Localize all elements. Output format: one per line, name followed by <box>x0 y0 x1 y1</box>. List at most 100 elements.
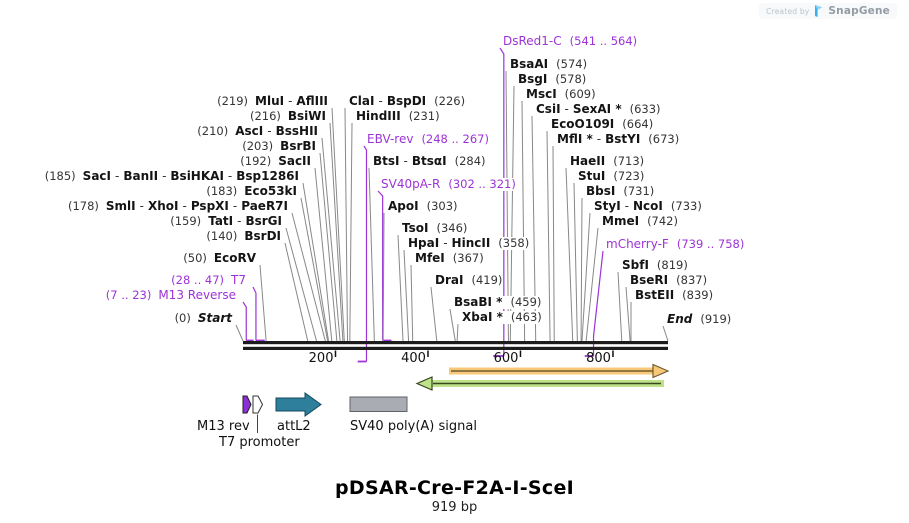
site-position: (541 .. 564) <box>569 34 638 48</box>
enzyme-label-bsaai: BsaAI (574) <box>509 57 589 71</box>
site-position: (742) <box>647 214 678 228</box>
site-name: MflI * <box>557 132 593 146</box>
site-name: HincII <box>451 236 491 250</box>
site-name: SbfI <box>622 258 649 272</box>
map-backbone-line <box>243 341 668 350</box>
enzyme-label-eco53ki: (183) Eco53kI <box>205 185 298 198</box>
site-position: (739 .. 758) <box>676 237 745 251</box>
site-name: DraI <box>435 273 464 287</box>
name-separator: - <box>443 236 448 250</box>
snapgene-badge: Created by SnapGene <box>759 3 897 19</box>
enzyme-label-hindiii: HindIII(231) <box>355 110 441 123</box>
primer-label-dsred1-c: DsRed1-C (541 .. 564) <box>502 34 639 48</box>
site-position: (358) <box>498 236 530 250</box>
site-name: MfeI <box>415 251 445 265</box>
snapgene-flag-icon <box>815 5 823 17</box>
enzyme-label-drai: DraI(419) <box>434 273 504 287</box>
site-name: SV40pA-R <box>381 177 441 191</box>
site-name: Eco53kI <box>244 184 297 198</box>
enzyme-label-mmei: MmeI(742) <box>601 215 679 228</box>
feature-glyph-attl2 <box>275 392 322 417</box>
site-position: (633) <box>629 102 661 116</box>
enzyme-label-bsabi-: BsaBI * (459) <box>453 295 543 309</box>
site-name: SacI <box>82 169 111 183</box>
site-name: ApoI <box>388 199 419 213</box>
site-position: (731) <box>623 184 655 198</box>
site-position: (203) <box>242 139 274 153</box>
enzyme-label-haeii: HaeII(713) <box>569 154 646 168</box>
enzyme-label-saci: (185)SacI-BanII-BsiHKAI-Bsp1286I <box>43 169 300 183</box>
site-position: (578) <box>555 72 587 86</box>
primer-label-ebv-rev: EBV-rev(248 .. 267) <box>366 133 490 146</box>
site-name: BsiHKAI <box>170 169 224 183</box>
site-name: SexAI * <box>572 102 622 116</box>
site-name: BsrDI <box>244 229 281 243</box>
enzyme-label-bsiwi: (216)BsiWI <box>248 109 327 123</box>
site-position: (459) <box>510 295 542 309</box>
badge-brand-text: SnapGene <box>828 5 890 17</box>
terminus-label-start: (0)Start <box>173 311 233 325</box>
site-position: (185) <box>44 169 76 183</box>
site-name: SacII <box>278 154 311 168</box>
name-separator: - <box>139 199 144 213</box>
site-position: (673) <box>648 132 680 146</box>
site-name: TsoI <box>402 221 429 235</box>
enzyme-label-tati: (159)TatI-BsrGI <box>169 215 283 228</box>
site-position: (713) <box>613 154 645 168</box>
site-name: BsaBI * <box>454 295 503 309</box>
site-name: BspDI <box>386 94 427 108</box>
enzyme-label-ecoo109i: EcoO109I (664) <box>550 117 655 131</box>
feature-glyph-t7-promoter <box>252 395 264 433</box>
site-name: BsrGI <box>245 214 282 228</box>
name-separator: - <box>596 132 602 146</box>
feature-label-m13-rev: M13 rev <box>197 419 250 434</box>
site-position: (574) <box>556 57 588 71</box>
site-name: EBV-rev <box>367 132 414 146</box>
primer-label-mcherry-f: mCherry-F(739 .. 758) <box>605 237 746 251</box>
site-position: (159) <box>170 214 202 228</box>
site-position: (183) <box>206 184 238 198</box>
site-name: PspXI <box>190 199 229 213</box>
site-position: (733) <box>670 199 702 213</box>
site-name: DsRed1-C <box>503 34 562 48</box>
site-position: (664) <box>622 117 654 131</box>
enzyme-label-bseri: BseRI(837) <box>629 273 709 287</box>
ruler-label-200: 200 <box>308 351 334 366</box>
site-position: (140) <box>206 229 238 243</box>
enzyme-label-mfli-: MflI *-BstYI(673) <box>556 132 681 146</box>
feature-label-t7-promoter: T7 promoter <box>219 435 300 450</box>
site-name: EcoO109I <box>551 117 615 131</box>
site-position: (178) <box>67 199 99 213</box>
enzyme-label-bsteii: BstEII(839) <box>634 289 715 302</box>
enzyme-label-sbfi: SbfI(819) <box>621 259 689 272</box>
plasmid-length: 919 bp <box>431 500 478 515</box>
leader-lines <box>235 47 669 363</box>
terminus-label-end: End(919) <box>666 313 733 326</box>
enzyme-label-clai: ClaI-BspDI(226) <box>348 94 467 108</box>
name-separator: - <box>624 199 630 213</box>
ruler-label-800: 800 <box>586 351 611 366</box>
site-name: HpaI <box>408 236 440 250</box>
site-name: BsiWI <box>287 109 326 123</box>
site-name: BtsαI <box>411 154 447 168</box>
feature-glyph-m13-rev <box>242 395 252 414</box>
site-position: (28 .. 47) <box>171 273 225 287</box>
enzyme-label-sacii: (192)SacII <box>239 155 312 168</box>
site-position: (346) <box>436 221 468 235</box>
site-name: T7 <box>231 273 246 287</box>
site-position: (219) <box>217 94 249 108</box>
name-separator: - <box>162 169 167 183</box>
name-separator: - <box>267 124 272 138</box>
site-name: BsaAI <box>510 57 549 71</box>
site-position: (723) <box>613 169 645 183</box>
site-position: (837) <box>676 273 708 287</box>
site-name: XbaI * <box>462 310 503 324</box>
primer-label-m13-reverse: (7 .. 23)M13 Reverse <box>104 288 237 302</box>
enzyme-label-msci: MscI(609) <box>525 88 597 101</box>
site-name: Start <box>197 311 232 325</box>
site-position: (367) <box>452 251 484 265</box>
enzyme-label-smli: (178)SmlI-XhoI-PspXI-PaeR7I <box>66 199 289 213</box>
site-name: AflIII <box>296 94 328 108</box>
site-name: M13 Reverse <box>158 288 236 302</box>
